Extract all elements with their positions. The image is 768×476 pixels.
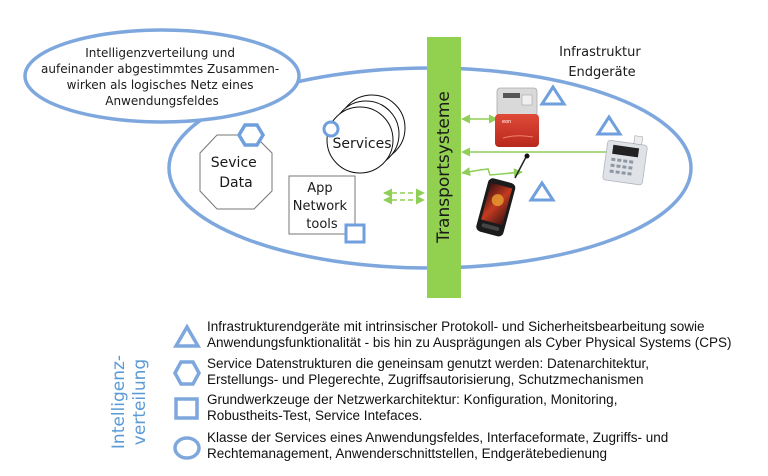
intelligence-distribution-label: Intelligenz- verteilung bbox=[109, 337, 153, 467]
svg-text:eon: eon bbox=[502, 119, 511, 125]
triangle-icon bbox=[528, 180, 556, 202]
legend-line: Klasse der Services eines Anwendungsfeld… bbox=[207, 430, 669, 445]
callout-line: wirken als logisches Netz eines bbox=[67, 78, 254, 92]
callout-line: aufeinander abgestimmtes Zusammen- bbox=[41, 62, 279, 76]
transport-system-bar: Transportsysteme bbox=[427, 37, 461, 298]
legend-item-hexagon: Service Datenstrukturen die geneinsam ge… bbox=[207, 356, 649, 388]
svg-text:Transportsysteme: Transportsysteme bbox=[434, 91, 454, 244]
svg-text:Intelligenzverteilung und: Intelligenzverteilung und aufeinander ab… bbox=[41, 46, 283, 108]
legend-shapes bbox=[172, 323, 202, 460]
legend-line: Service Datenstrukturen die geneinsam ge… bbox=[207, 356, 649, 371]
side-label-line: verteilung bbox=[130, 358, 150, 446]
triangle-icon bbox=[539, 84, 567, 106]
svg-text:App Network tools: App Network tools bbox=[293, 181, 351, 232]
payment-terminal-device bbox=[602, 135, 648, 186]
legend-line: Robustheits-Test, Service Intefaces. bbox=[207, 408, 423, 423]
hexagon-icon bbox=[236, 123, 266, 147]
legend-line: Erstellungs- und Plegerechte, Zugriffsau… bbox=[207, 372, 644, 387]
svg-text:Sevice Data: Sevice Data bbox=[211, 155, 261, 191]
legend-line: Rechtemanagement, Anwenderschnittstellen… bbox=[207, 446, 608, 461]
side-label-line: Intelligenz- bbox=[109, 354, 129, 450]
legend-triangle-icon bbox=[172, 323, 202, 348]
square-icon bbox=[344, 223, 366, 244]
callout-line: Intelligenzverteilung und bbox=[85, 46, 235, 60]
mobile-phone-device bbox=[476, 153, 530, 237]
legend-line: Grundwerkzeuge der Netzwerkarchitektur: … bbox=[207, 392, 618, 407]
legend-square-icon bbox=[174, 397, 199, 420]
callout-bubble: Intelligenzverteilung und aufeinander ab… bbox=[23, 28, 301, 124]
legend-item-square: Grundwerkzeuge der Netzwerkarchitektur: … bbox=[207, 392, 617, 424]
legend-item-circle: Klasse der Services eines Anwendungsfeld… bbox=[207, 430, 668, 462]
legend-circle-icon bbox=[173, 436, 201, 460]
connection-lines bbox=[461, 114, 623, 178]
legend-line: Infrastrukturendgeräte mit intrinsischer… bbox=[207, 319, 705, 334]
infrastructure-label: Infrastruktur Endgeräte bbox=[559, 45, 645, 80]
circle-icon bbox=[322, 120, 340, 138]
svg-text:Services: Services bbox=[332, 136, 391, 152]
services-node: Services bbox=[322, 94, 406, 174]
callout-line: Anwendungsfeldes bbox=[105, 94, 219, 108]
smart-meter-device: eon bbox=[495, 87, 539, 147]
dashed-arrows bbox=[383, 188, 425, 205]
legend-hexagon-icon bbox=[173, 360, 201, 386]
legend-line: Anwendungsfunktionalität - bis hin zu Au… bbox=[207, 335, 732, 350]
legend-item-triangle: Infrastrukturendgeräte mit intrinsischer… bbox=[207, 319, 732, 351]
service-data-node: Sevice Data bbox=[199, 123, 273, 210]
app-network-tools-node: App Network tools bbox=[288, 175, 366, 244]
triangle-icon bbox=[595, 114, 623, 136]
